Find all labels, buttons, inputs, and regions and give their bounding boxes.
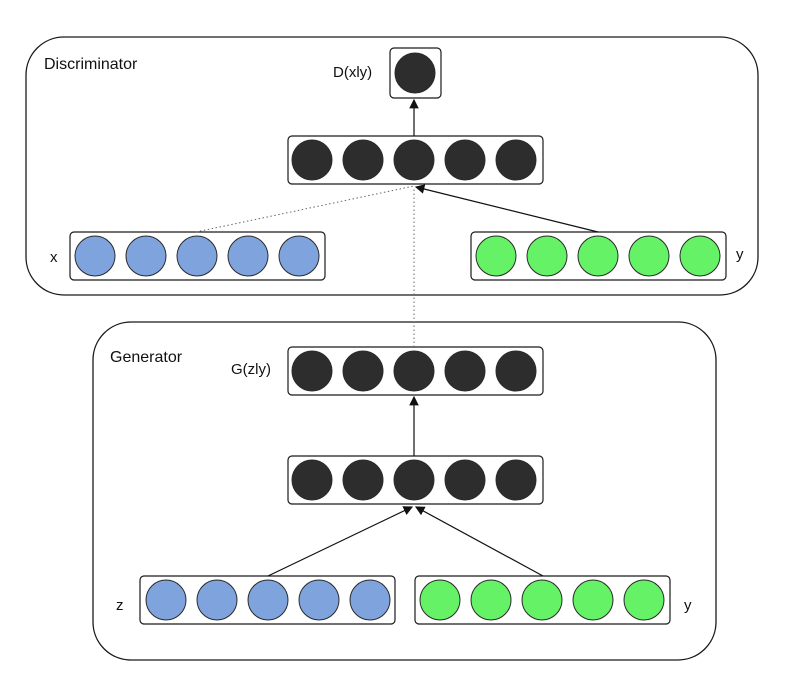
generator-z-node-1 (145, 579, 187, 621)
discriminator-y-node-4 (628, 235, 670, 277)
generator-output-node-1 (291, 350, 333, 392)
discriminator-output-nodes (394, 52, 436, 94)
discriminator-output-label: D(xly) (333, 64, 372, 81)
generator-y-node-1 (419, 579, 461, 621)
discriminator-x-node-1 (74, 235, 116, 277)
generator-y-to-hidden-arrow (414, 506, 544, 577)
generator-hidden-node-3 (393, 459, 435, 501)
generator-hidden-node-2 (342, 459, 384, 501)
generator-y-node-3 (521, 579, 563, 621)
discriminator-y-node-2 (526, 235, 568, 277)
generator-hidden-node-1 (291, 459, 333, 501)
discriminator-hidden-node-2 (342, 139, 384, 181)
discriminator-hidden-node-5 (495, 139, 537, 181)
generator-panel: Generator G(zly) z y (92, 321, 717, 661)
generator-z-node-2 (196, 579, 238, 621)
discriminator-panel: Discriminator D(xly) x y (25, 36, 759, 296)
discriminator-y-node-5 (679, 235, 721, 277)
discriminator-y-node-3 (577, 235, 619, 277)
generator-y-node-5 (623, 579, 665, 621)
discriminator-x-label: x (50, 249, 58, 266)
discriminator-hidden-node-4 (444, 139, 486, 181)
generator-z-to-hidden-arrow (267, 506, 414, 577)
generator-z-node-5 (349, 579, 391, 621)
discriminator-x-node-2 (125, 235, 167, 277)
discriminator-y-to-hidden-arrow (414, 184, 599, 233)
discriminator-title: Discriminator (44, 56, 138, 73)
generator-hidden-node-5 (495, 459, 537, 501)
discriminator-y-nodes (475, 235, 721, 277)
discriminator-hidden-nodes (291, 139, 537, 181)
generator-z-label: z (116, 597, 124, 614)
generator-z-nodes (145, 579, 391, 621)
generator-title: Generator (110, 349, 183, 366)
generator-output-node-5 (495, 350, 537, 392)
generator-hidden-nodes (291, 459, 537, 501)
discriminator-x-node-3 (176, 235, 218, 277)
generator-z-node-4 (298, 579, 340, 621)
generator-hidden-node-4 (444, 459, 486, 501)
discriminator-x-nodes (74, 235, 320, 277)
discriminator-hidden-node-3 (393, 139, 435, 181)
discriminator-y-node-1 (475, 235, 517, 277)
discriminator-x-node-5 (278, 235, 320, 277)
generator-output-node-2 (342, 350, 384, 392)
generator-y-node-4 (572, 579, 614, 621)
generator-y-nodes (419, 579, 665, 621)
generator-output-nodes (291, 350, 537, 392)
discriminator-y-label: y (736, 246, 744, 263)
discriminator-x-to-hidden-connection (195, 185, 415, 233)
generator-output-node-4 (444, 350, 486, 392)
generator-output-node-3 (393, 350, 435, 392)
generator-z-node-3 (247, 579, 289, 621)
generator-y-node-2 (470, 579, 512, 621)
generator-y-label: y (684, 597, 692, 614)
discriminator-hidden-node-1 (291, 139, 333, 181)
discriminator-x-node-4 (227, 235, 269, 277)
generator-output-label: G(zly) (231, 361, 271, 378)
discriminator-output-node-1 (394, 52, 436, 94)
